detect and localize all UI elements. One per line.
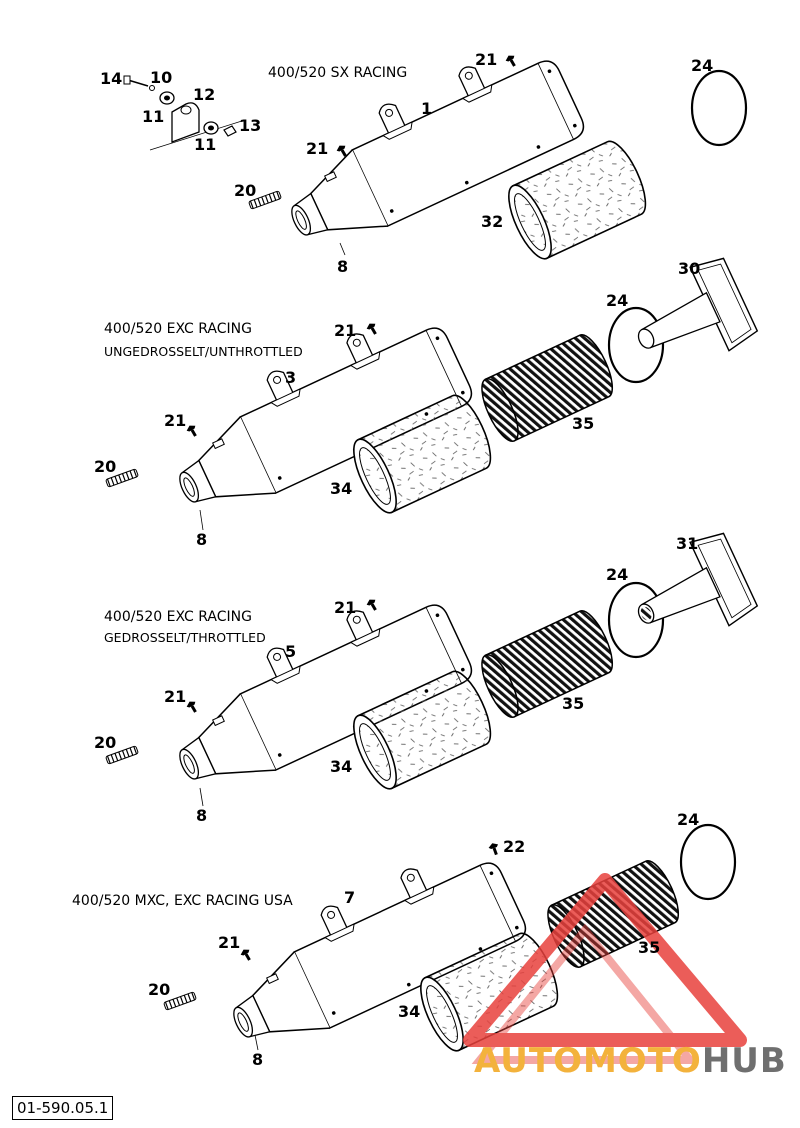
part-label-21: 21 (334, 598, 357, 617)
part-label-20: 20 (94, 733, 117, 752)
part-label-13: 13 (239, 116, 262, 135)
part-label-20: 20 (94, 457, 117, 476)
part-label-21: 21 (218, 933, 241, 952)
part-label-11: 11 (194, 135, 217, 154)
part-label-21: 21 (475, 50, 498, 69)
part-label-34: 34 (330, 479, 353, 498)
part-label-24: 24 (677, 810, 700, 829)
part-label-24: 24 (606, 291, 629, 310)
rivet-21 (185, 699, 200, 715)
part-label-21: 21 (164, 411, 187, 430)
watermark-part2: HUB (701, 1041, 787, 1081)
group-subtitle: UNGEDROSSELT/UNTHROTTLED (104, 344, 303, 359)
watermark-text: AUTOMOTOHUB (474, 1044, 787, 1078)
o-ring-24 (679, 823, 737, 901)
leader-lines (199, 242, 346, 1051)
part-label-8: 8 (196, 530, 208, 549)
part-label-35: 35 (572, 414, 595, 433)
rivet-21 (239, 947, 254, 963)
diagram-code: 01-590.05.1 (12, 1096, 114, 1120)
part-label-12: 12 (193, 85, 216, 104)
part-label-8: 8 (337, 257, 349, 276)
part-label-20: 20 (234, 181, 257, 200)
o-ring-24 (607, 581, 665, 659)
part-label-34: 34 (330, 757, 353, 776)
part-label-1: 1 (421, 99, 433, 118)
part-label-32: 32 (481, 212, 504, 231)
rivet-21 (365, 321, 380, 337)
part-label-8: 8 (252, 1050, 264, 1069)
end-cap-31 (619, 527, 761, 659)
o-ring-24 (607, 306, 665, 384)
rivet-21 (185, 423, 200, 439)
group-title: 400/520 SX RACING (268, 65, 408, 81)
part-label-8: 8 (196, 806, 208, 825)
group-title: 400/520 EXC RACING (104, 609, 252, 625)
mesh-35 (474, 605, 621, 723)
part-label-21: 21 (164, 687, 187, 706)
part-label-10: 10 (150, 68, 173, 87)
group-title: 400/520 MXC, EXC RACING USA (72, 893, 293, 909)
group-title: 400/520 EXC RACING (104, 321, 252, 337)
part-label-34: 34 (398, 1002, 421, 1021)
part-label-31: 31 (676, 534, 699, 553)
part-label-35: 35 (638, 938, 661, 957)
part-label-14: 14 (100, 69, 123, 88)
rivet-21 (504, 53, 519, 69)
watermark-part1: AUTOMOTO (474, 1041, 702, 1081)
mounting-hardware (123, 75, 246, 151)
part-label-5: 5 (285, 642, 297, 661)
rivet-21 (365, 597, 380, 613)
part-label-21: 21 (306, 139, 329, 158)
part-label-35: 35 (562, 694, 585, 713)
part-label-3: 3 (285, 368, 297, 387)
part-label-22: 22 (503, 837, 526, 856)
part-label-24: 24 (606, 565, 629, 584)
part-label-7: 7 (344, 888, 356, 907)
group-subtitle: GEDROSSELT/THROTTLED (104, 630, 266, 645)
part-label-30: 30 (678, 259, 701, 278)
part-label-21: 21 (334, 321, 357, 340)
part-label-24: 24 (691, 56, 714, 75)
part-label-11: 11 (142, 107, 165, 126)
watermark-logo (463, 873, 747, 1064)
o-ring-24 (690, 69, 748, 147)
part-label-20: 20 (148, 980, 171, 999)
rivet-22 (487, 841, 502, 857)
mesh-35 (474, 329, 621, 447)
